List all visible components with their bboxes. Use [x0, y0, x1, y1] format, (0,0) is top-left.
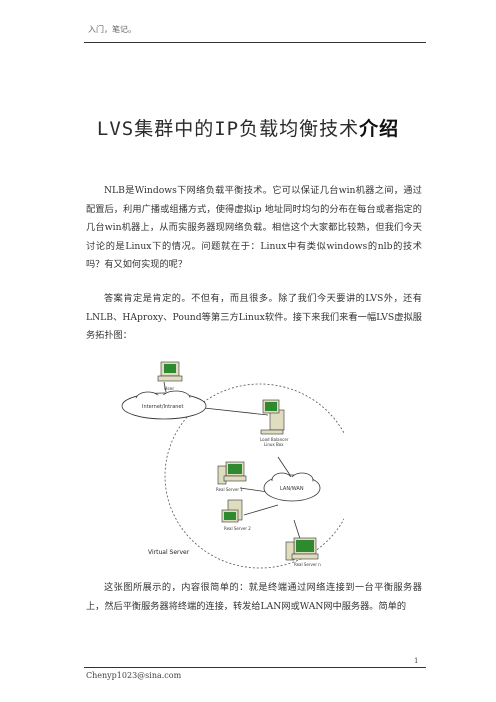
real-server-n-icon	[285, 537, 319, 561]
link-server1-lan	[239, 487, 269, 493]
user-computer-icon	[157, 361, 183, 382]
link-user-internet	[163, 381, 167, 393]
page-number: 1	[414, 657, 419, 665]
link-balancer-lan	[277, 456, 291, 476]
virtual-server-label: Virtual Server	[148, 549, 190, 556]
real-server-1-label: Real Server 1	[216, 487, 243, 492]
load-balancer-computer-icon	[260, 399, 285, 435]
lan-wan-label: LAN/WAN	[280, 486, 304, 492]
link-server2-lan	[243, 504, 279, 516]
real-server-n-label: Real Server n	[294, 562, 321, 567]
real-server-2-label: Real Server 2	[224, 526, 251, 531]
lan-wan-cloud-icon	[263, 472, 321, 502]
footer-divider	[84, 667, 426, 668]
link-internet-balancer	[203, 407, 269, 416]
paragraph-1: NLB是Windows下网络负载平衡技术。它可以保证几台win机器之间，通过配置…	[86, 185, 422, 270]
lvs-topology-diagram: User Internet/Intranet Load Balancer Lin…	[121, 361, 344, 569]
document-title: LVS集群中的IP负载均衡技术介绍	[0, 114, 496, 141]
user-label: User	[164, 386, 174, 392]
virtual-server-boundary	[164, 383, 344, 569]
real-server-2-icon	[221, 499, 243, 523]
paragraph-3: 这张图所展示的，内容很简单的：就是终端通过网络连接到一台平衡服务器上，然后平衡服…	[86, 582, 422, 612]
real-server-1-icon	[217, 461, 247, 485]
internet-cloud-icon	[121, 390, 207, 420]
header-text: 入门，笔记。	[88, 25, 136, 34]
footer-email: Chenyp1023@sina.com	[86, 671, 182, 680]
header-divider	[84, 42, 426, 43]
internet-label: Internet/Intranet	[142, 404, 184, 410]
load-balancer-label-1: Load Balancer	[260, 437, 289, 442]
title-emphasis: 介绍	[359, 118, 400, 140]
paragraph-2: 答案肯定是肯定的。不但有，而且很多。除了我们今天要讲的LVS外，还有LNLB、H…	[86, 293, 422, 341]
title-main: LVS集群中的IP负载均衡技术	[96, 118, 360, 140]
load-balancer-label-2: Linux Box	[264, 442, 284, 447]
